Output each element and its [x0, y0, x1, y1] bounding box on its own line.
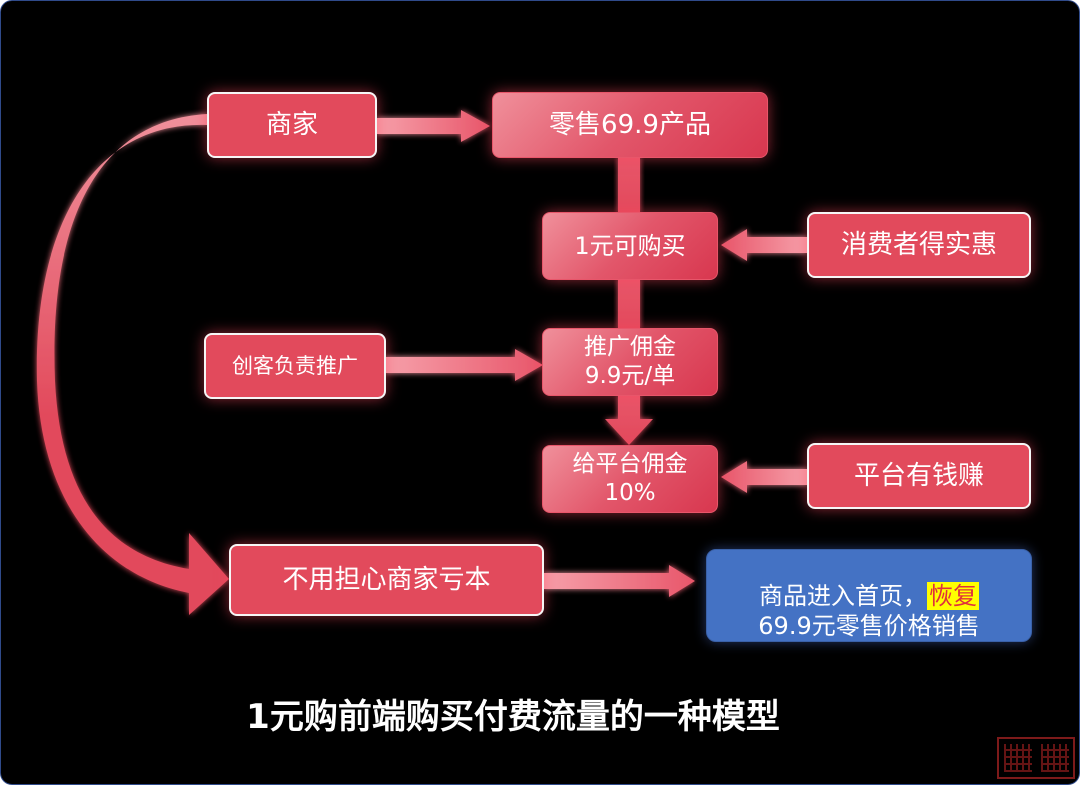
box-retail-product: 零售69.9产品: [492, 92, 768, 158]
homepage-highlight: 恢复: [927, 581, 979, 610]
arrow-retail-to-onebuy: [618, 157, 640, 213]
box-no-loss: [229, 544, 544, 616]
box-promotion-commission: 推广佣金 9.9元/单: [542, 328, 718, 396]
arrow-commission-to-platform: [605, 395, 653, 445]
arrow-creator-to-commission: [385, 349, 543, 381]
arrow-noloss-to-homepage: [544, 565, 695, 597]
arrow-platform-earns-to-platform: [721, 461, 807, 493]
homepage-line-2: 69.9元零售价格销售: [758, 611, 980, 640]
homepage-line-1: 商品进入首页，恢复: [759, 551, 979, 611]
box-consumer-benefit: 消费者得实惠: [807, 212, 1031, 278]
seal-stamp-icon: [997, 737, 1075, 779]
box-platform-commission: 给平台佣金 10%: [542, 445, 718, 513]
seal-glyph-right: [1040, 744, 1069, 772]
diagram-title: 1元购前端购买付费流量的一种模型: [246, 697, 780, 737]
box-no-loss-label: 不用担心商家亏本: [282, 564, 491, 595]
arrow-consumer-to-onebuy: [721, 229, 807, 261]
homepage-prefix: 商品进入首页，: [759, 581, 927, 610]
box-homepage-restore: 商品进入首页，恢复 69.9元零售价格销售: [706, 549, 1032, 642]
arrow-onebuy-to-commission: [618, 279, 640, 329]
box-platform-earns: 平台有钱赚: [807, 443, 1031, 509]
box-creator-promotion: 创客负责推广: [204, 333, 386, 399]
box-one-yuan-buy: 1元可购买: [542, 212, 718, 280]
box-merchant: 商家: [207, 92, 377, 158]
seal-glyph-left: [1003, 744, 1032, 772]
curved-arrow: [36, 114, 229, 615]
arrow-merchant-to-retail: [377, 110, 490, 142]
